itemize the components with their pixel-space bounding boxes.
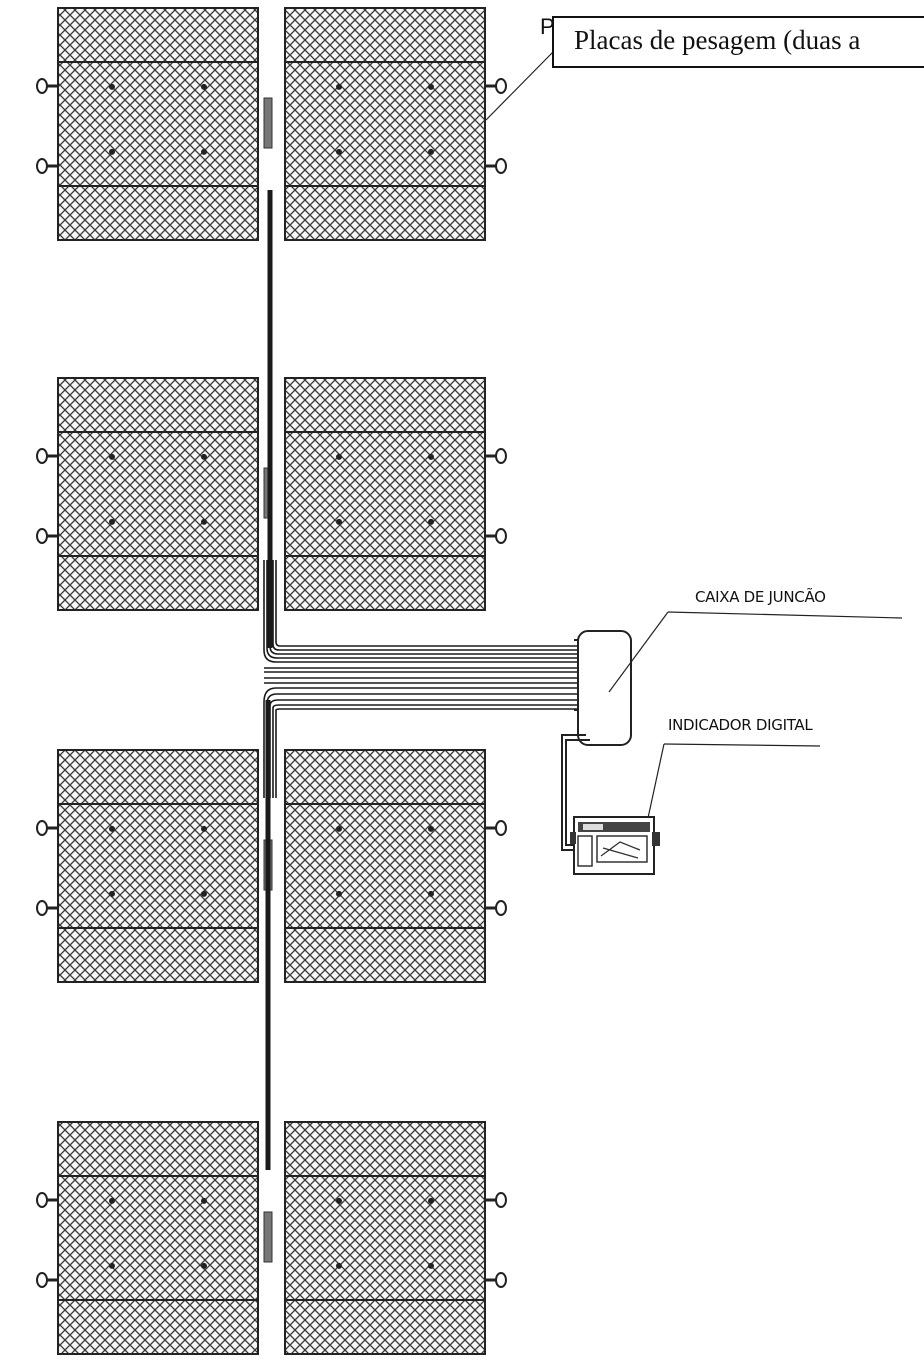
- bolt: [109, 453, 115, 460]
- bolt: [336, 1197, 342, 1204]
- bolt: [336, 890, 342, 897]
- bolt: [201, 83, 207, 90]
- plates-callout-leader: [485, 51, 554, 121]
- handle: [485, 820, 507, 836]
- weighing-plate: [36, 7, 273, 241]
- bolt: [109, 1197, 115, 1204]
- bolt: [336, 1262, 342, 1269]
- junction-box-leader: [608, 611, 903, 693]
- bolt: [201, 1197, 207, 1204]
- bolt: [201, 825, 207, 832]
- handle: [485, 1192, 507, 1208]
- bolt: [336, 518, 342, 525]
- digital-indicator-label: INDICADOR DIGITAL: [668, 716, 813, 734]
- digital-indicator: [570, 816, 660, 875]
- bolt: [428, 825, 434, 832]
- weighing-plate: [36, 377, 273, 611]
- bolt: [428, 83, 434, 90]
- stray-label-letter: P: [540, 14, 555, 39]
- handle: [36, 1272, 58, 1288]
- junction-box-label: CAIXA DE JUNCÃO: [695, 588, 826, 606]
- bolt: [109, 825, 115, 832]
- cable-trunk: [265, 190, 273, 1170]
- weighing-plates: [36, 7, 507, 1355]
- handle: [36, 78, 58, 94]
- bolt: [336, 148, 342, 155]
- bolt: [428, 1197, 434, 1204]
- bolt: [336, 453, 342, 460]
- bolt: [428, 148, 434, 155]
- weighing-plate: [284, 749, 507, 983]
- handle: [485, 448, 507, 464]
- handle: [36, 448, 58, 464]
- digital-indicator-leader: [647, 743, 821, 819]
- weighing-plate: [284, 1121, 507, 1355]
- bolt: [428, 890, 434, 897]
- bolt: [109, 148, 115, 155]
- bolt: [336, 825, 342, 832]
- bolt: [428, 453, 434, 460]
- weighing-plate: [284, 377, 507, 611]
- bolt: [109, 83, 115, 90]
- weighing-plate: [36, 749, 273, 983]
- handle: [485, 158, 507, 174]
- bolt: [428, 518, 434, 525]
- indicator-cable: [561, 734, 590, 851]
- handle: [485, 528, 507, 544]
- handle: [36, 900, 58, 916]
- plates-callout: Placas de pesagem (duas a: [552, 16, 924, 68]
- bolt: [201, 518, 207, 525]
- bolt: [428, 1262, 434, 1269]
- bolt: [336, 83, 342, 90]
- handle: [485, 1272, 507, 1288]
- bolt: [201, 1262, 207, 1269]
- handle: [36, 1192, 58, 1208]
- cable-bundle: [263, 560, 578, 798]
- bolt: [109, 890, 115, 897]
- handle: [36, 158, 58, 174]
- handle: [485, 900, 507, 916]
- weighing-plate: [36, 1121, 273, 1355]
- handle: [485, 78, 507, 94]
- weighing-plate: [284, 7, 507, 241]
- bolt: [201, 453, 207, 460]
- handle: [36, 820, 58, 836]
- plate-connector: [263, 97, 273, 149]
- junction-box: [574, 630, 632, 746]
- handle: [36, 528, 58, 544]
- bolt: [201, 148, 207, 155]
- bolt: [201, 890, 207, 897]
- bolt: [109, 518, 115, 525]
- plate-connector: [263, 1211, 273, 1263]
- bolt: [109, 1262, 115, 1269]
